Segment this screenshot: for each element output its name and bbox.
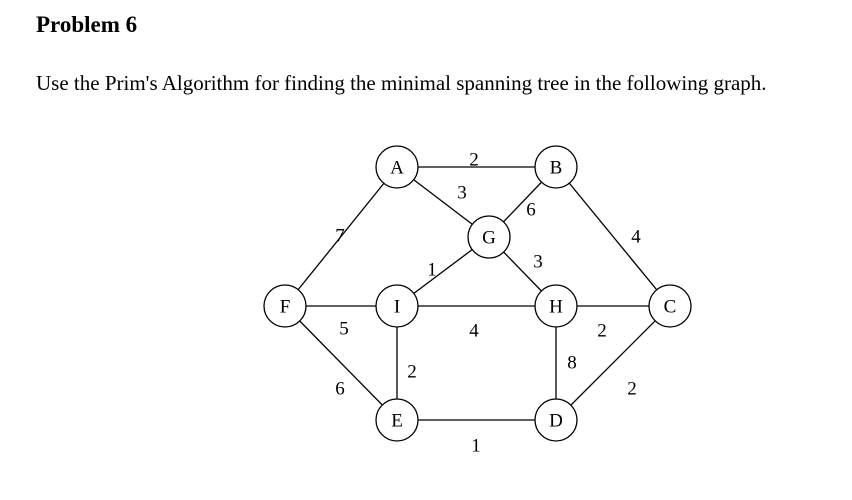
node-circle <box>534 398 578 442</box>
node-circle <box>534 284 578 328</box>
node-circle <box>375 398 419 442</box>
node-circle <box>648 284 692 328</box>
node-e: E <box>375 398 419 442</box>
edge-d-c <box>555 305 671 421</box>
problem-instruction: Use the Prim's Algorithm for finding the… <box>36 71 767 95</box>
node-circle <box>467 215 511 259</box>
edge-weight-a-b: 2 <box>469 150 479 171</box>
problem-title: Problem 6 <box>36 12 138 37</box>
node-label: F <box>280 297 291 318</box>
node-a: A <box>375 145 419 189</box>
node-layer: A B G F I H C E D <box>263 145 692 442</box>
node-label: B <box>550 158 563 179</box>
edge-weight-a-f: 7 <box>335 226 345 247</box>
node-label: E <box>391 411 403 432</box>
edge-weight-a-g: 3 <box>457 183 467 204</box>
node-circle <box>534 145 578 189</box>
node-f: F <box>263 284 307 328</box>
edge-weight-h-d: 8 <box>567 353 577 374</box>
node-d: D <box>534 398 578 442</box>
edge-weight-f-e: 6 <box>335 379 345 400</box>
edge-weight-d-c: 2 <box>627 379 637 400</box>
edge-weight-i-h: 4 <box>469 321 479 342</box>
edge-weight-i-e: 2 <box>407 362 417 383</box>
node-label: I <box>394 297 400 318</box>
edge-weight-g-b: 6 <box>526 200 536 221</box>
edge-weight-e-d: 1 <box>471 436 481 457</box>
edge-weight-f-i: 5 <box>339 319 349 340</box>
node-c: C <box>648 284 692 328</box>
node-label: C <box>664 297 677 318</box>
node-circle <box>375 284 419 328</box>
edge-b-c <box>555 166 671 307</box>
edge-f-e <box>284 305 398 421</box>
node-h: H <box>534 284 578 328</box>
edge-weight-b-c: 4 <box>631 227 641 248</box>
node-i: I <box>375 284 419 328</box>
edge-weight-h-c: 2 <box>597 321 607 342</box>
edge-weight-g-h: 3 <box>533 252 543 273</box>
edge-a-f <box>284 166 398 307</box>
edge-weight-i-g: 1 <box>427 260 437 281</box>
node-g: G <box>467 215 511 259</box>
node-circle <box>263 284 307 328</box>
node-label: A <box>390 158 404 179</box>
node-label: G <box>482 228 496 249</box>
node-label: D <box>549 411 563 432</box>
node-circle <box>375 145 419 189</box>
node-label: H <box>549 297 563 318</box>
node-b: B <box>534 145 578 189</box>
